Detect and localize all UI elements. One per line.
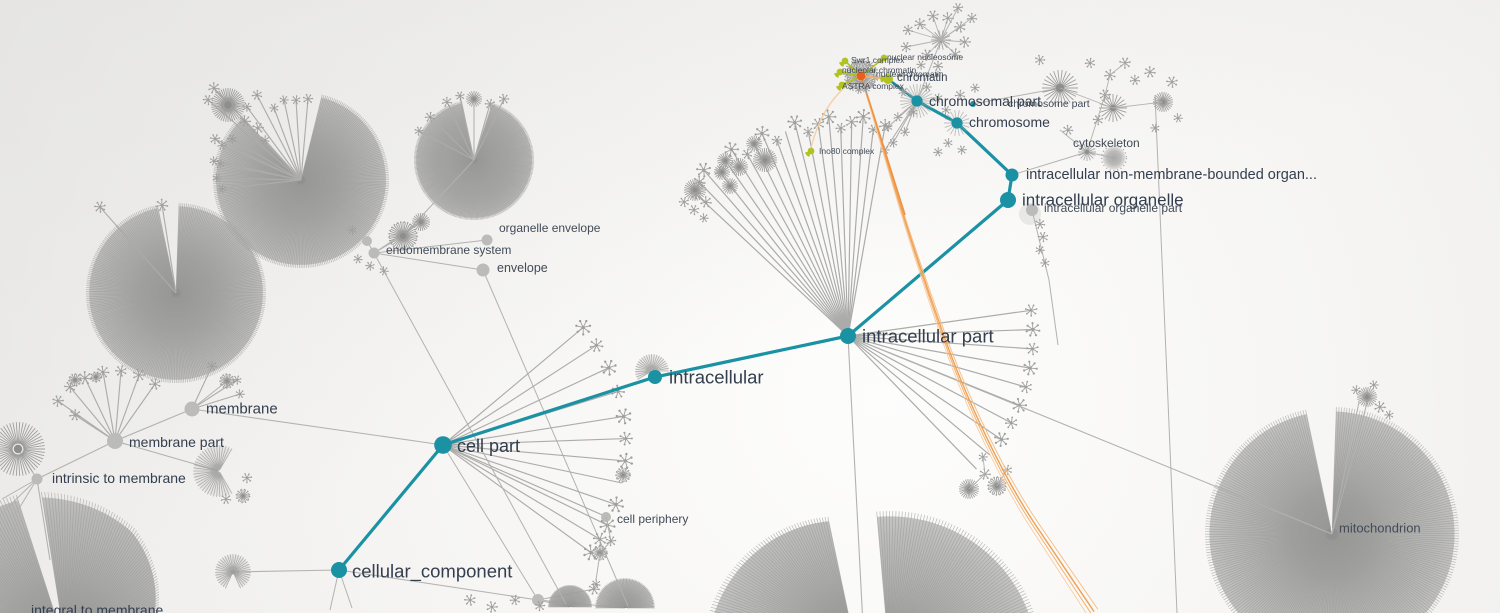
svg-text:cell periphery: cell periphery — [617, 512, 688, 526]
svg-text:organelle envelope: organelle envelope — [499, 221, 601, 235]
svg-text:chromatin: chromatin — [897, 72, 948, 84]
svg-text:intrinsic to membrane: intrinsic to membrane — [52, 470, 186, 486]
svg-text:envelope: envelope — [497, 261, 548, 275]
svg-text:intracellular: intracellular — [669, 367, 764, 388]
svg-text:nucleolar chromatin: nucleolar chromatin — [842, 65, 916, 75]
svg-text:Ino80 complex: Ino80 complex — [819, 146, 875, 156]
svg-text:intracellular organelle: intracellular organelle — [1022, 191, 1184, 210]
svg-text:intracellular organelle part: intracellular organelle part — [1044, 201, 1183, 215]
svg-text:chromosome: chromosome — [969, 114, 1050, 130]
svg-text:endomembrane system: endomembrane system — [386, 243, 511, 257]
svg-text:Swr1 complex: Swr1 complex — [851, 55, 905, 65]
svg-text:intracellular non-membrane-bou: intracellular non-membrane-bounded organ… — [1026, 167, 1317, 183]
svg-text:cytoskeleton: cytoskeleton — [1073, 136, 1140, 150]
svg-text:cell part: cell part — [457, 436, 520, 456]
svg-text:membrane: membrane — [206, 401, 278, 418]
svg-text:chromosomal part: chromosomal part — [929, 93, 1041, 109]
svg-text:membrane part: membrane part — [129, 434, 224, 450]
svg-text:mitochondrion: mitochondrion — [1339, 521, 1421, 536]
svg-text:intracellular part: intracellular part — [862, 326, 994, 347]
svg-text:integral to membrane: integral to membrane — [31, 602, 164, 613]
svg-text:chromosome part: chromosome part — [1008, 98, 1090, 110]
svg-text:nuclear chromatin: nuclear chromatin — [876, 69, 944, 79]
svg-text:ASTRA complex: ASTRA complex — [842, 81, 905, 91]
svg-text:nuclear nucleosome: nuclear nucleosome — [887, 52, 963, 62]
svg-text:cellular_component: cellular_component — [352, 561, 512, 583]
